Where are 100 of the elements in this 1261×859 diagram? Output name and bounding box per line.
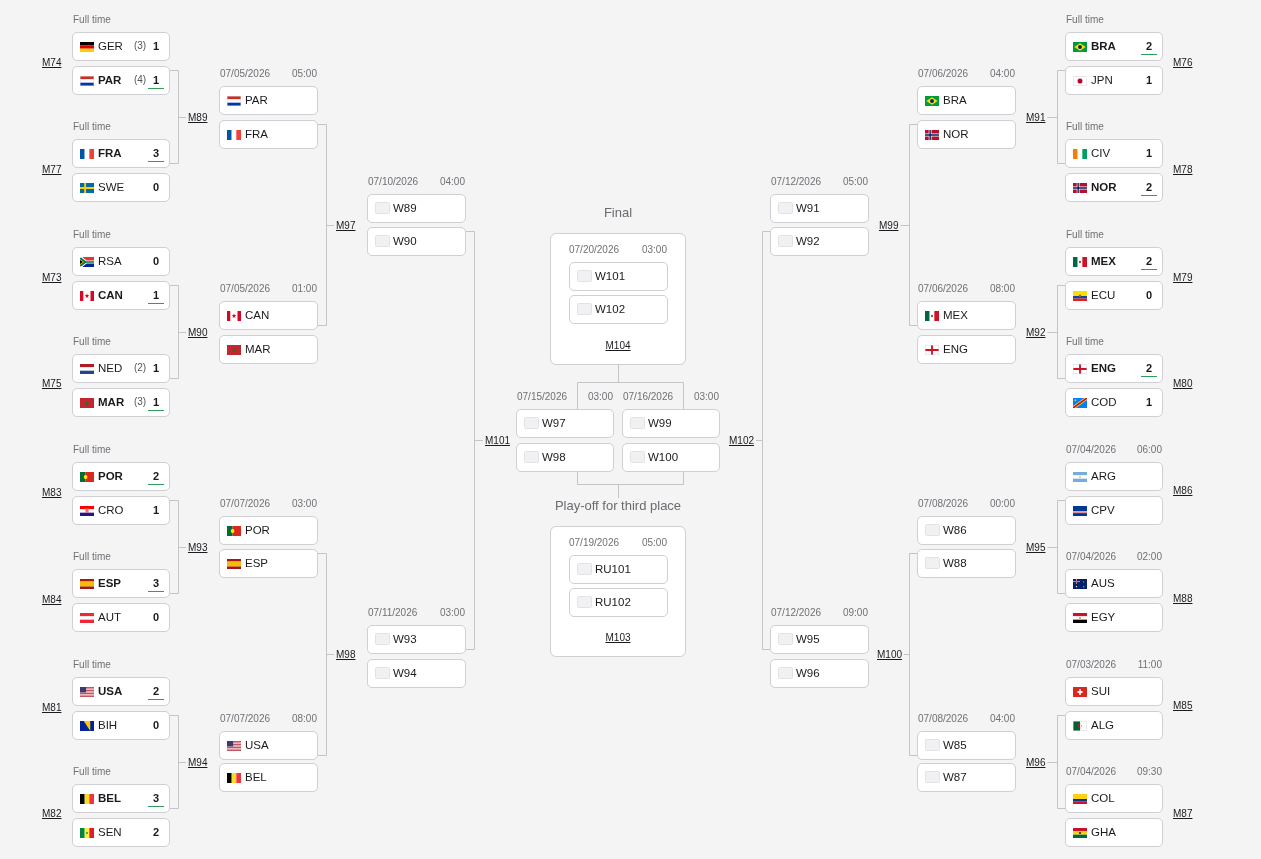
team-code: POR (98, 469, 123, 484)
team-code: COL (1091, 791, 1115, 806)
kickoff-time: 01:00 (291, 283, 317, 295)
penalty-score: (3) (132, 39, 148, 53)
team-code: W89 (393, 201, 417, 216)
team-slot (72, 66, 170, 95)
team-slot (72, 32, 170, 61)
penalty-score: (3) (132, 395, 148, 409)
team-slot (1065, 569, 1163, 598)
team-slot (516, 443, 614, 472)
match-number: M79 (1172, 270, 1194, 284)
team-code: FRA (245, 127, 268, 142)
match-status: Full time (73, 14, 111, 26)
team-slot (1065, 247, 1163, 276)
team-code: USA (245, 738, 269, 753)
kickoff-time: 08:00 (989, 283, 1015, 295)
match-date: 07/07/2026 (220, 713, 271, 725)
team-code: AUT (98, 610, 121, 625)
team-slot (1065, 784, 1163, 813)
kickoff-time: 11:00 (1137, 659, 1162, 671)
match-number: M76 (1172, 55, 1194, 69)
match-status: Full time (73, 766, 111, 778)
match-status: Full time (73, 121, 111, 133)
match-status: Full time (1066, 229, 1104, 241)
match-number: M96 (1024, 755, 1048, 769)
kickoff-time: 03:00 (587, 391, 613, 403)
match-score: 0 (151, 610, 161, 625)
team-slot (770, 194, 869, 223)
kickoff-time: 03:00 (641, 244, 667, 256)
team-slot (367, 194, 466, 223)
kickoff-time: 08:00 (291, 713, 317, 725)
match-score: 2 (1141, 253, 1157, 270)
match-score: 1 (1144, 146, 1154, 161)
team-slot (622, 443, 720, 472)
kickoff-time: 03:00 (693, 391, 719, 403)
team-code: W85 (943, 738, 967, 753)
match-score: 2 (1141, 179, 1157, 196)
team-code: BEL (245, 770, 267, 785)
team-slot (1065, 603, 1163, 632)
match-number: M83 (41, 485, 63, 499)
team-slot (1065, 281, 1163, 310)
team-slot (219, 731, 318, 760)
team-code: ESP (98, 576, 121, 591)
team-slot (1065, 388, 1163, 417)
kickoff-time: 05:00 (842, 176, 868, 188)
match-number: M90 (186, 325, 210, 339)
match-date: 07/05/2026 (220, 283, 271, 295)
team-slot (569, 295, 668, 324)
match-number: M88 (1172, 591, 1194, 605)
match-status: Full time (1066, 336, 1104, 348)
team-slot (569, 588, 668, 617)
team-slot (1065, 677, 1163, 706)
team-code: W102 (595, 302, 626, 317)
team-code: BRA (1091, 39, 1116, 54)
match-date: 07/10/2026 (368, 176, 419, 188)
team-code: SWE (98, 180, 125, 195)
team-slot (367, 625, 466, 654)
team-code: W87 (943, 770, 967, 785)
match-number: M91 (1024, 110, 1048, 124)
match-number: M84 (41, 592, 63, 606)
match-score: 1 (148, 287, 164, 304)
team-slot (917, 731, 1016, 760)
match-status: Full time (1066, 14, 1104, 26)
team-code: NOR (943, 127, 969, 142)
bracket-line (465, 231, 484, 650)
team-code: PAR (98, 73, 122, 88)
match-date: 07/07/2026 (220, 498, 271, 510)
match-number: M92 (1024, 325, 1048, 339)
team-slot (770, 227, 869, 256)
match-status: Full time (73, 336, 111, 348)
match-score: 1 (1144, 395, 1154, 410)
match-number: M103 (604, 631, 632, 644)
team-slot (219, 516, 318, 545)
match-score: 1 (148, 72, 164, 89)
match-date: 07/12/2026 (771, 607, 822, 619)
team-slot (219, 120, 318, 149)
match-score: 2 (148, 468, 164, 485)
team-code: W100 (648, 450, 679, 465)
team-code: ECU (1091, 288, 1116, 303)
team-slot (917, 516, 1016, 545)
team-slot (219, 335, 318, 364)
team-slot (917, 86, 1016, 115)
match-date: 07/06/2026 (918, 283, 969, 295)
team-code: RU101 (595, 562, 631, 577)
match-status: Full time (73, 551, 111, 563)
match-score: 1 (1144, 73, 1154, 88)
team-slot (1065, 496, 1163, 525)
match-number: M101 (483, 433, 512, 447)
team-code: RU102 (595, 595, 631, 610)
team-slot (569, 555, 668, 584)
match-number: M89 (186, 110, 210, 124)
team-slot (917, 763, 1016, 792)
kickoff-time: 00:00 (989, 498, 1015, 510)
kickoff-time: 04:00 (989, 68, 1015, 80)
bracket-line (903, 553, 918, 756)
team-code: CPV (1091, 503, 1115, 518)
match-date: 07/05/2026 (220, 68, 271, 80)
team-code: CIV (1091, 146, 1111, 161)
team-code: NED (98, 361, 123, 376)
team-code: W93 (393, 632, 417, 647)
